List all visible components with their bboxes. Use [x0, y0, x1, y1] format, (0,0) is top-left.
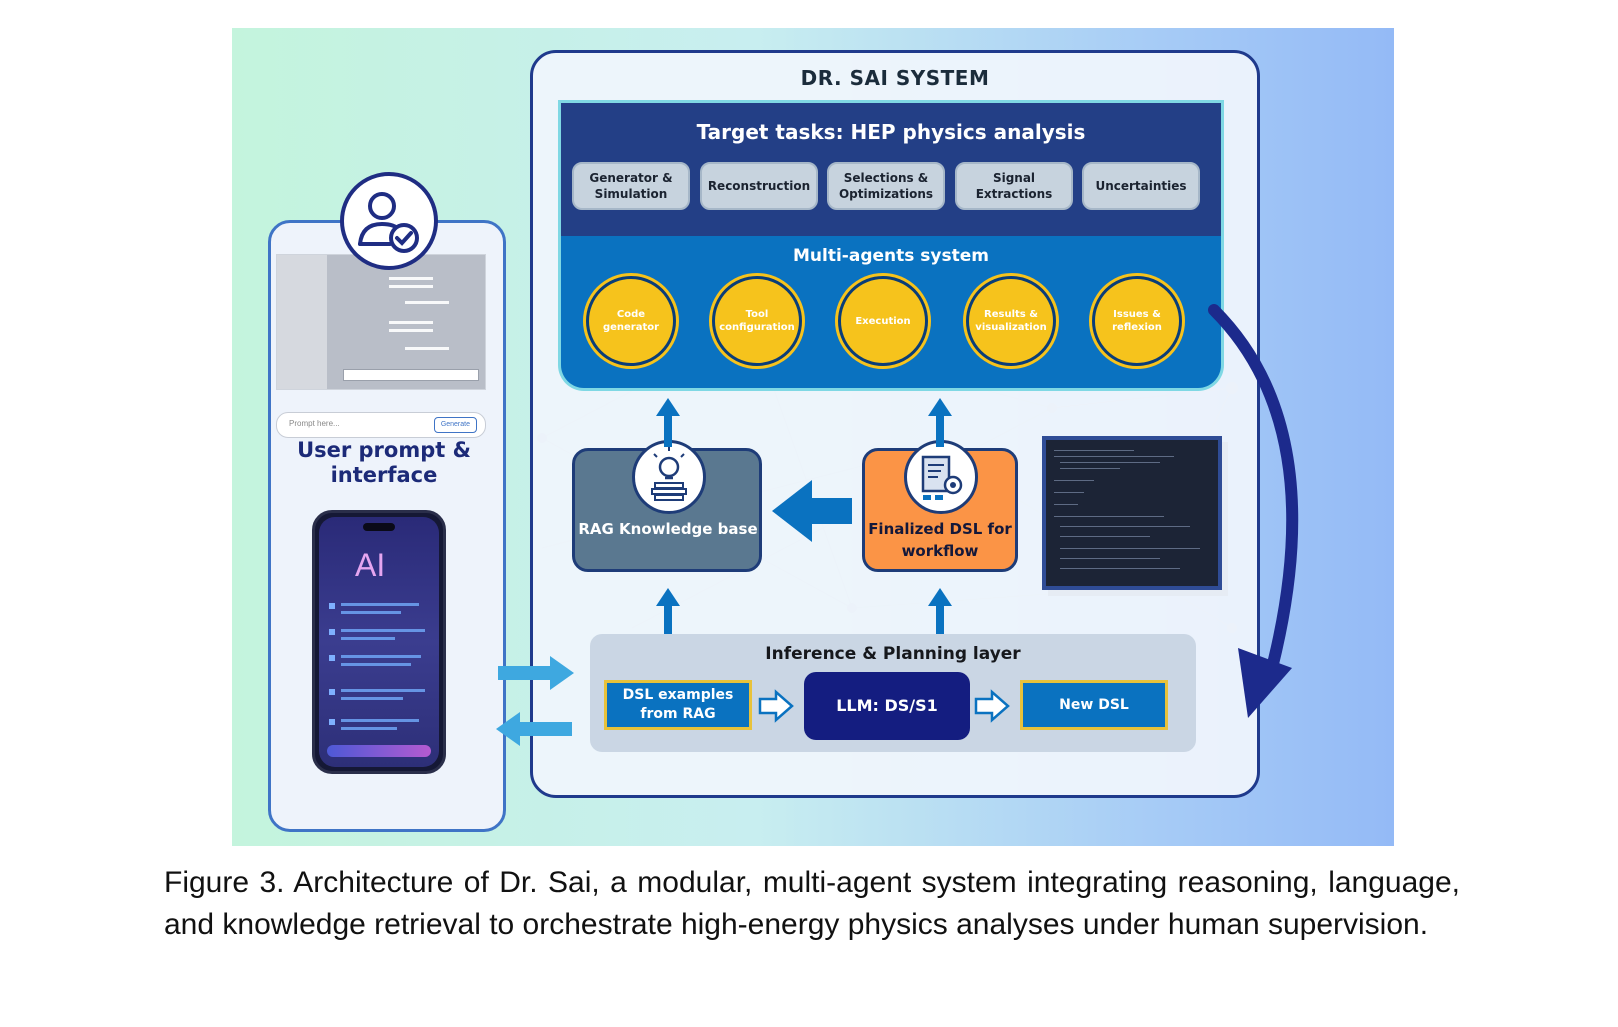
task-signal-extractions: Signal Extractions [955, 162, 1073, 210]
document-gear-icon [921, 455, 963, 500]
llm-box: LLM: DS/S1 [804, 672, 970, 740]
code-line [1060, 548, 1200, 549]
chat-bubble-line [405, 347, 449, 350]
user-panel-title: User prompt & interface [297, 438, 471, 487]
user-check-icon-circle [340, 172, 438, 270]
rag-knowledge-label: RAG Knowledge base [578, 520, 758, 538]
code-line [1054, 480, 1094, 481]
text-line [341, 719, 419, 722]
phone-ai-heading: AI [355, 547, 386, 583]
architecture-figure: Prompt here... Generate User prompt & in… [232, 28, 1394, 846]
text-line [341, 655, 421, 658]
code-line [1054, 492, 1084, 493]
chat-bubble-line [389, 285, 433, 288]
prompt-bar[interactable]: Prompt here... Generate [276, 412, 486, 438]
code-line [1054, 504, 1078, 505]
user-check-icon [358, 192, 419, 253]
phone-input[interactable] [327, 745, 431, 757]
lightbulb-books-icon-circle [632, 440, 706, 514]
agent-tool-configuration: Tool configuration [712, 276, 802, 366]
code-line [1054, 456, 1174, 457]
up-arrow-icon [656, 398, 952, 634]
feedback-arrow-head-icon [1238, 648, 1292, 718]
text-line [341, 611, 401, 614]
text-line [341, 727, 397, 730]
code-line [1054, 516, 1164, 517]
text-line [341, 637, 395, 640]
code-line [1060, 462, 1160, 463]
new-dsl-box: New DSL [1020, 680, 1168, 730]
text-line [341, 697, 403, 700]
code-line [1060, 558, 1160, 559]
text-line [341, 629, 425, 632]
list-bullet [329, 655, 335, 661]
feedback-curve-arrow [1208, 304, 1299, 674]
prompt-placeholder: Prompt here... [289, 419, 340, 428]
lightbulb-books-icon [651, 447, 687, 501]
figure-caption: Figure 3. Architecture of Dr. Sai, a mod… [164, 866, 1460, 941]
chat-bubble-line [389, 277, 433, 280]
task-selections-optimizations: Selections & Optimizations [827, 162, 945, 210]
task-generator-simulation: Generator & Simulation [572, 162, 690, 210]
code-line [1060, 468, 1120, 469]
code-line [1054, 450, 1134, 451]
chat-input[interactable] [343, 369, 479, 381]
chat-bubble-line [405, 301, 449, 304]
multi-agents-title: Multi-agents system [793, 246, 989, 266]
agent-issues-reflexion: Issues & reflexion [1092, 276, 1182, 366]
text-line [341, 689, 425, 692]
code-line [1060, 568, 1180, 569]
finalized-dsl-label: Finalized DSL for workflow [868, 520, 1012, 560]
code-line [1060, 536, 1150, 537]
agent-results-visualization: Results & visualization [966, 276, 1056, 366]
bidirectional-arrow-icon [496, 656, 574, 746]
system-title: DR. SAI SYSTEM [800, 66, 990, 90]
text-line [341, 603, 419, 606]
generate-button[interactable]: Generate [433, 417, 477, 433]
chat-bubble-line [389, 329, 433, 332]
inference-planning-title: Inference & Planning layer [765, 644, 1021, 664]
flow-arrows [496, 304, 1299, 746]
list-bullet [329, 719, 335, 725]
right-outline-arrow-icon [758, 689, 1010, 723]
text-line [341, 663, 411, 666]
dsl-examples-box: DSL examples from RAG [604, 680, 752, 730]
phone-screen: AI [319, 517, 439, 767]
chat-bubble-line [389, 321, 433, 324]
task-reconstruction: Reconstruction [700, 162, 818, 210]
phone-mockup: AI [312, 510, 446, 774]
chat-ui-screenshot [276, 254, 486, 390]
chat-sidebar [277, 255, 327, 389]
agent-code-generator: Code generator [586, 276, 676, 366]
list-bullet [329, 603, 335, 609]
code-line [1060, 526, 1190, 527]
phone-notch [363, 523, 395, 531]
task-uncertainties: Uncertainties [1082, 162, 1200, 210]
list-bullet [329, 689, 335, 695]
code-editor-screenshot [1042, 436, 1222, 590]
left-arrow-icon [772, 480, 852, 542]
list-bullet [329, 629, 335, 635]
target-tasks-title: Target tasks: HEP physics analysis [696, 120, 1086, 144]
agent-execution: Execution [838, 276, 928, 366]
